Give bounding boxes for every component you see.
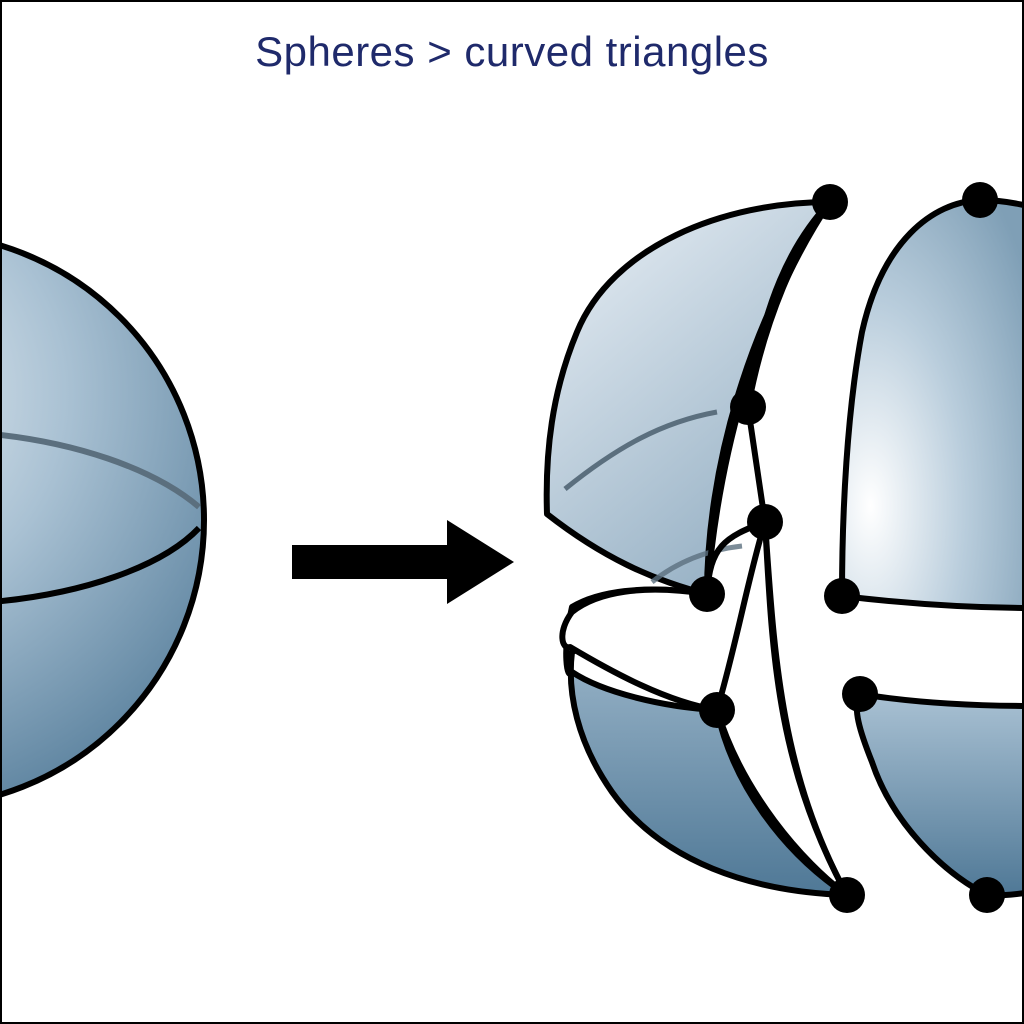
sliver-lower (714, 519, 850, 898)
vertex-dot (829, 877, 865, 913)
vertex-dot (969, 877, 1005, 913)
diagram-title: Spheres > curved triangles (255, 28, 769, 75)
patch-lower-right (853, 691, 1022, 899)
patch-upper-left (543, 199, 833, 597)
vertex-markers (689, 182, 1005, 913)
vertex-dot (962, 182, 998, 218)
split-sphere (543, 182, 1022, 913)
vertex-dot (730, 389, 766, 425)
vertex-dot (689, 576, 725, 612)
sphere-equator (2, 525, 202, 604)
vertex-dot (812, 184, 848, 220)
vertex-dot (699, 692, 735, 728)
sphere-body (2, 242, 207, 798)
patch-upper-right (839, 197, 1022, 611)
vertex-dot (747, 504, 783, 540)
sphere-back-meridian (2, 432, 201, 510)
sliver-upper (704, 199, 833, 597)
vertex-dot (824, 578, 860, 614)
sphere (2, 242, 207, 798)
arrow-right-icon (292, 520, 514, 604)
vertex-dot (842, 676, 878, 712)
